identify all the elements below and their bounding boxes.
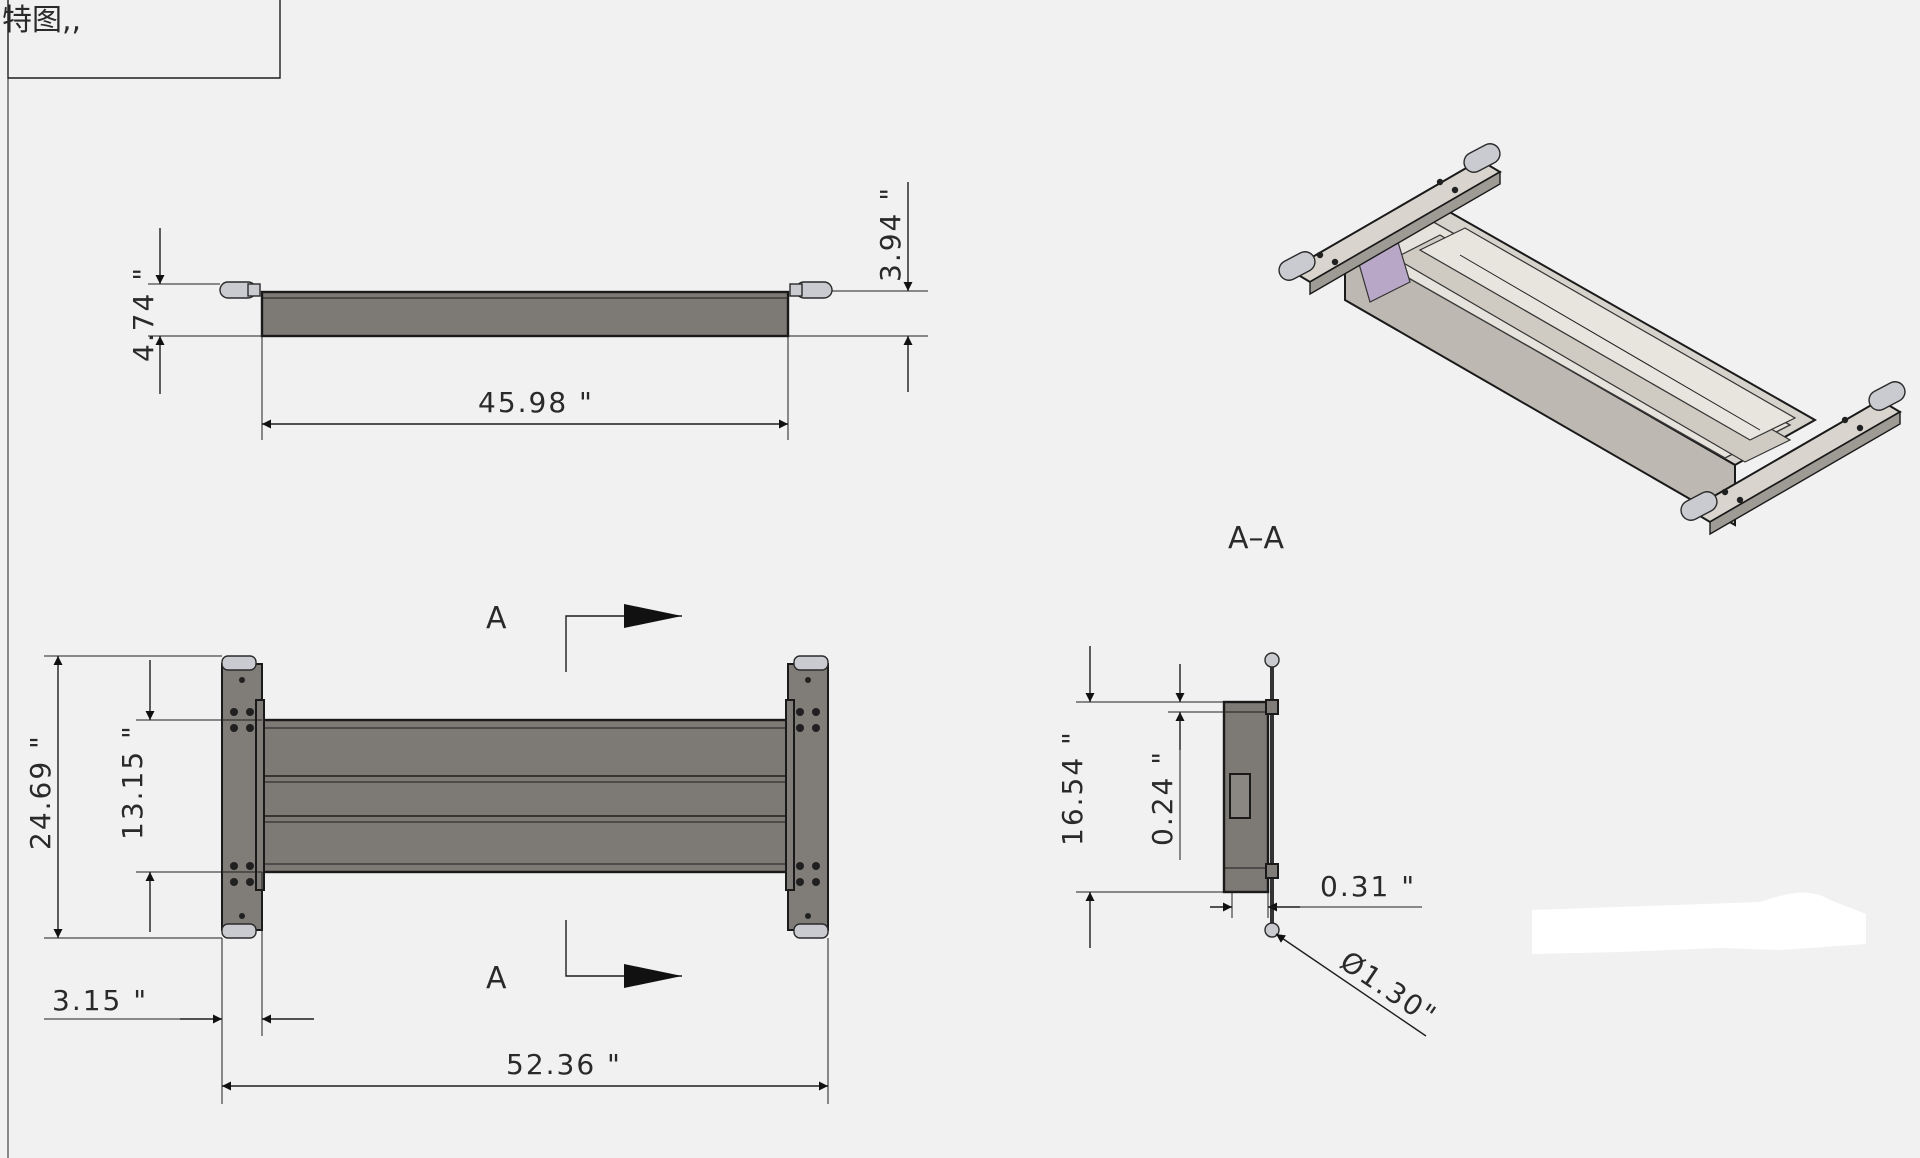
iso-bolt	[1856, 424, 1864, 432]
redaction-patch	[1532, 892, 1866, 954]
dim-diameter-leader	[1275, 933, 1427, 1037]
front-view: 4.74 " 3.94 " 45.98 "	[127, 182, 928, 440]
iso-back-crossbar-side	[1309, 170, 1501, 296]
dim-overall-length: 52.36 "	[506, 1048, 622, 1081]
iso-roller	[1680, 491, 1718, 521]
dim-section-diameter: Ø1.30"	[1334, 944, 1443, 1032]
iso-front-crossbar-side	[1709, 410, 1901, 536]
iso-roller	[1463, 143, 1501, 173]
top-left-bracket-flange	[255, 699, 265, 891]
dim-length: 45.98 "	[478, 386, 594, 419]
iso-roller	[1278, 251, 1316, 281]
iso-rail-line	[1459, 254, 1761, 431]
section-arrow-top	[624, 604, 682, 628]
front-view-body	[260, 290, 790, 338]
dim-section-height: 16.54 "	[1056, 730, 1089, 846]
dim-section-wall: 0.24 "	[1146, 750, 1179, 846]
top-left-roller	[221, 655, 257, 671]
front-right-roller-hub	[789, 283, 803, 297]
iso-bolt	[1451, 186, 1459, 194]
iso-roller	[1868, 381, 1906, 411]
section-label-top: A	[486, 601, 507, 636]
dim-width-outer: 24.69 "	[24, 734, 57, 850]
iso-bolt	[1331, 258, 1339, 266]
front-left-roller-hub	[247, 283, 261, 297]
iso-bolt	[1316, 251, 1324, 259]
dim-end-offset: 3.15 "	[52, 984, 148, 1017]
title-caption: 特图,,	[2, 3, 81, 38]
top-right-bracket-flange	[785, 699, 795, 891]
iso-bolt	[1736, 496, 1744, 504]
section-label-bottom: A	[486, 961, 507, 996]
section-roller-bottom	[1264, 922, 1280, 938]
isometric-view	[1278, 143, 1906, 536]
title-block: 特图,,	[2, 0, 281, 79]
dim-height-left: 4.74 "	[127, 266, 160, 362]
dim-width-inner: 13.15 "	[116, 724, 149, 840]
top-right-roller	[793, 923, 829, 939]
top-bolts	[230, 677, 820, 919]
dim-section-gap: 0.31 "	[1320, 870, 1416, 903]
iso-bolt	[1436, 178, 1444, 186]
top-right-roller	[793, 655, 829, 671]
top-view-body	[260, 718, 790, 874]
top-view: A A 24.69 " 13.15 " 3.15 " 52.36 "	[24, 601, 829, 1104]
section-arrow-bottom	[624, 964, 682, 988]
section-bracket	[1265, 699, 1279, 715]
iso-rail	[1418, 227, 1797, 441]
section-roller-top	[1264, 652, 1280, 668]
dim-height-right: 3.94 "	[874, 186, 907, 282]
section-title: A–A	[1228, 521, 1285, 556]
section-bracket	[1265, 863, 1279, 879]
section-view: A–A 16.54 " 0.24 " 0.31 " Ø1	[1056, 521, 1443, 1037]
iso-bolt	[1841, 416, 1849, 424]
section-slot	[1229, 773, 1251, 819]
iso-bolt	[1721, 488, 1729, 496]
top-left-roller	[221, 923, 257, 939]
